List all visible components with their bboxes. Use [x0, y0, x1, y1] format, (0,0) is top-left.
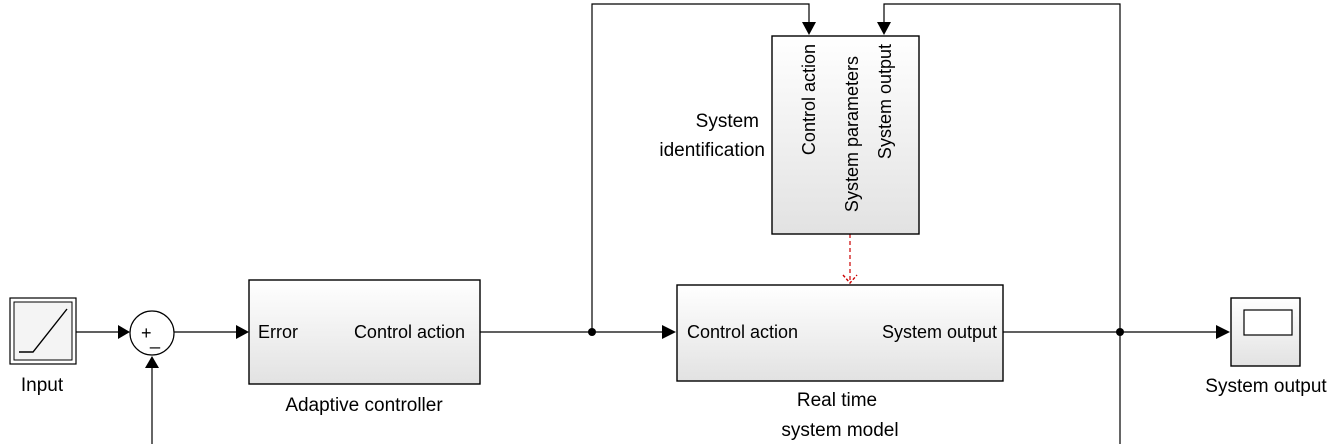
identification-port-system-output: System output [875, 44, 895, 159]
sum-minus-sign: _ [149, 329, 161, 350]
wire-control-action-to-identification [591, 3, 810, 332]
wire-output-to-identification [883, 3, 1121, 332]
adaptive-controller-frame [248, 279, 481, 385]
scope-label: System output [1205, 376, 1327, 397]
input-block-inner [13, 301, 73, 361]
parameter-link-arrow [842, 274, 858, 285]
sum-plus-sign: + [141, 323, 152, 343]
system-model-frame [676, 284, 1004, 382]
model-in-port-label: Control action [687, 322, 798, 342]
arrowhead-sum-in [118, 325, 130, 339]
scope-screen-icon [1243, 309, 1293, 336]
controller-out-port-label: Control action [354, 322, 465, 342]
adaptive-controller-label: Adaptive controller [285, 395, 443, 416]
signal-wires [76, 3, 1230, 444]
arrowhead-sum-feedback [145, 356, 159, 368]
sum-circle [129, 310, 175, 356]
arrowhead-identification-control-in [802, 22, 816, 35]
input-block[interactable] [9, 297, 77, 365]
controller-in-port-label: Error [258, 322, 298, 342]
adaptive-controller-block[interactable]: Error Control action [248, 279, 481, 385]
system-identification-block[interactable]: Control action System parameters System … [771, 35, 920, 235]
sum-block[interactable]: + _ [129, 310, 175, 356]
ramp-icon [19, 308, 68, 353]
arrowhead-controller-in [236, 325, 249, 339]
arrowhead-identification-output-in [877, 22, 891, 35]
identification-port-system-parameters: System parameters [842, 56, 862, 212]
system-model-label-line2: system model [781, 420, 898, 441]
system-model-block[interactable]: Control action System output [676, 284, 1004, 382]
scope-block[interactable] [1230, 297, 1301, 367]
system-identification-label-line2: identification [659, 140, 765, 161]
system-identification-frame [771, 35, 920, 235]
system-identification-label-line1: System [696, 111, 759, 132]
arrowhead-scope-in [1216, 325, 1230, 339]
arrowhead-model-in [662, 325, 676, 339]
model-out-port-label: System output [882, 322, 997, 342]
input-block-label: Input [21, 375, 64, 396]
system-model-label-line1: Real time [797, 390, 877, 411]
identification-port-control-action: Control action [799, 44, 819, 155]
